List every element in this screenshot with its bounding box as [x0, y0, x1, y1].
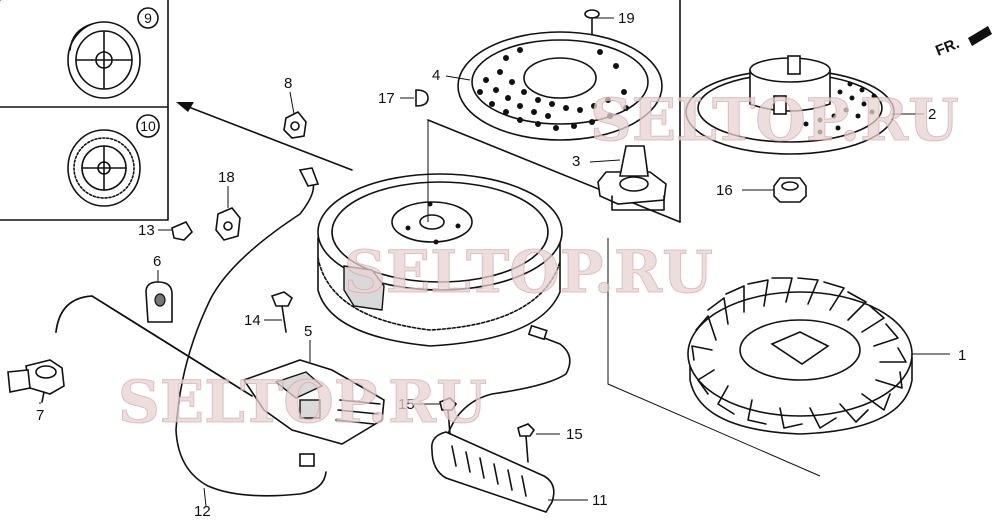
callout-4: 4 — [432, 67, 440, 84]
callout-13: 13 — [138, 222, 155, 239]
callout-5: 5 — [304, 323, 312, 340]
fan-box — [607, 238, 821, 477]
svg-text:SELTOP.RU: SELTOP.RU — [590, 86, 959, 154]
callout-12: 12 — [194, 503, 211, 520]
callout-17: 17 — [378, 90, 395, 107]
callout-3: 3 — [572, 153, 580, 170]
callout-19: 19 — [618, 10, 635, 27]
flywheel — [317, 173, 563, 347]
exciter-coil-11 — [430, 324, 571, 513]
svg-text:9: 9 — [144, 10, 152, 26]
front-indicator: FR. — [933, 26, 992, 60]
clamp-18 — [215, 207, 241, 241]
bolt-14 — [270, 291, 294, 333]
callout-1: 1 — [958, 347, 966, 364]
callout-8: 8 — [284, 75, 292, 92]
callout-labels: 1 2 3 4 5 6 7 8 12 13 14 15 15 16 17 18 … — [36, 10, 966, 520]
cover-plate-box — [427, 0, 681, 223]
svg-text:FR.: FR. — [933, 35, 962, 60]
watermarks: SELTOP.RU SELTOP.RU SELTOP.RU — [118, 86, 960, 437]
starter-cup-2 — [685, 55, 895, 155]
callout-6: 6 — [153, 253, 161, 270]
ratchet-3 — [597, 145, 667, 211]
starter-pulley-10 — [67, 129, 141, 207]
woodruff-key-17 — [415, 89, 429, 107]
bolt-15-a — [439, 397, 458, 435]
callout-15b: 15 — [566, 426, 583, 443]
callout-10: 10 — [136, 114, 160, 138]
fuel-petcock-7 — [7, 359, 65, 403]
direction-arrow — [176, 102, 353, 171]
flange-nut-16 — [773, 177, 807, 203]
inset-box — [0, 0, 169, 221]
bolt-19 — [584, 9, 600, 35]
starter-pulley-9 — [67, 21, 141, 99]
grommet-6 — [145, 281, 173, 323]
svg-text:10: 10 — [140, 118, 156, 134]
ignition-coil-5 — [55, 295, 385, 445]
callout-9: 9 — [137, 7, 159, 29]
bolt-15-b — [517, 423, 536, 463]
callout-7: 7 — [36, 407, 44, 424]
callout-16: 16 — [716, 182, 733, 199]
clip-8 — [283, 110, 307, 139]
leader-lines — [39, 17, 950, 507]
callout-14: 14 — [244, 312, 261, 329]
stop-wire-12 — [175, 167, 327, 497]
svg-text:SELTOP.RU: SELTOP.RU — [118, 368, 487, 436]
svg-text:SELTOP.RU: SELTOP.RU — [344, 238, 713, 306]
callout-11: 11 — [592, 492, 608, 509]
starter-cup-4 — [457, 31, 663, 141]
callout-15a: 15 — [398, 396, 415, 413]
callout-2: 2 — [928, 106, 936, 123]
callout-18: 18 — [218, 169, 235, 186]
cooling-fan-1 — [687, 277, 913, 435]
clip-13 — [171, 220, 194, 241]
